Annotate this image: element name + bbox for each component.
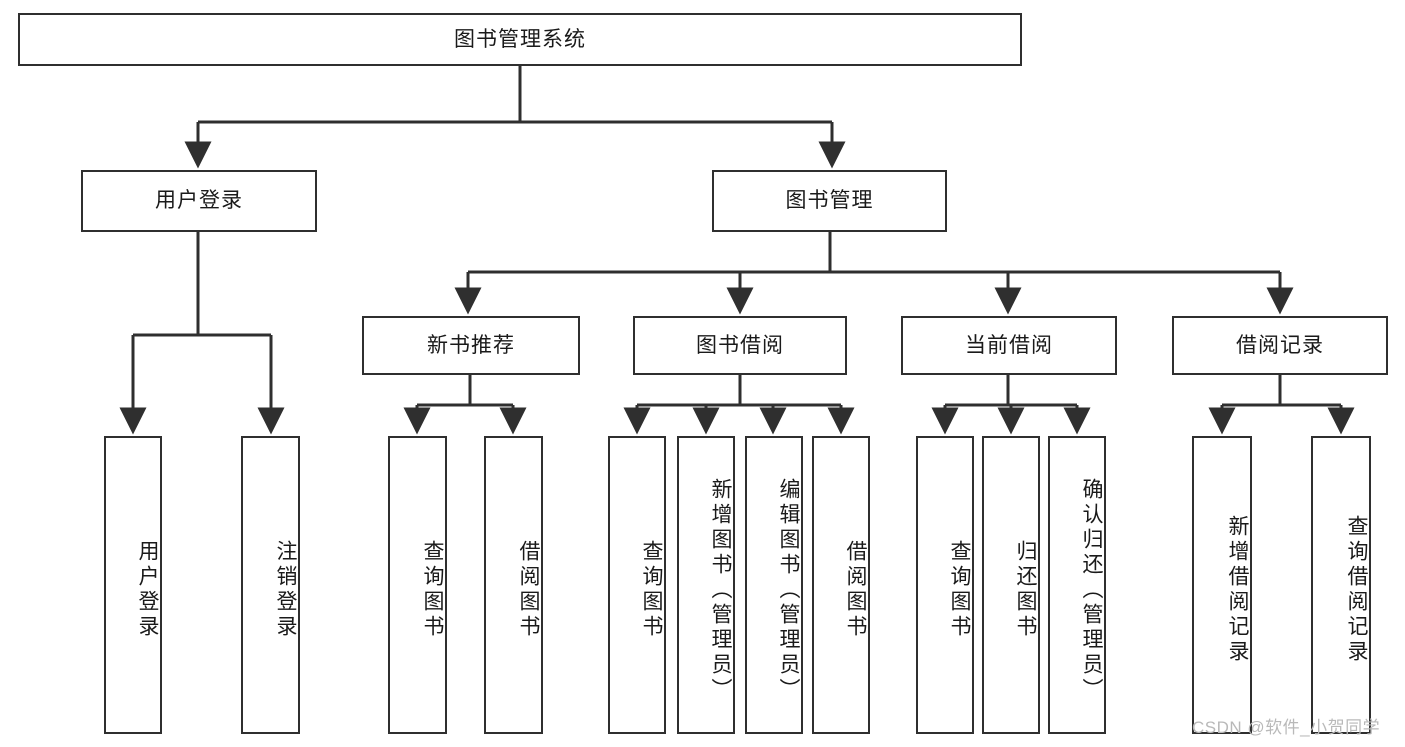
leaf-add-record-label: 新增借阅记录	[1226, 515, 1249, 665]
leaf-borrow-book-2-label: 借阅图书	[844, 540, 867, 640]
leaf-query-book-3[interactable]: 查询图书	[916, 436, 974, 734]
node-book-manage-label: 图书管理	[785, 189, 874, 213]
node-new-book-recommend[interactable]: 新书推荐	[362, 316, 580, 375]
leaf-confirm-return[interactable]: 确认归还（管理员）	[1048, 436, 1106, 734]
leaf-borrow-book-1[interactable]: 借阅图书	[484, 436, 543, 734]
node-book-borrow[interactable]: 图书借阅	[633, 316, 847, 375]
leaf-confirm-return-label: 确认归还（管理员）	[1080, 477, 1103, 703]
leaf-add-book-label: 新增图书（管理员）	[709, 477, 732, 703]
node-user-login[interactable]: 用户登录	[81, 170, 317, 232]
leaf-user-login[interactable]: 用户登录	[104, 436, 162, 734]
leaf-return-book[interactable]: 归还图书	[982, 436, 1040, 734]
leaf-logout-login-label: 注销登录	[274, 540, 297, 640]
node-current-borrow-label: 当前借阅	[965, 333, 1053, 357]
node-borrow-record[interactable]: 借阅记录	[1172, 316, 1388, 375]
leaf-edit-book-label: 编辑图书（管理员）	[777, 477, 800, 703]
leaf-query-book-3-label: 查询图书	[948, 540, 971, 640]
node-new-book-recommend-label: 新书推荐	[427, 333, 515, 357]
node-root[interactable]: 图书管理系统	[18, 13, 1022, 66]
leaf-add-record[interactable]: 新增借阅记录	[1192, 436, 1252, 734]
node-root-label: 图书管理系统	[454, 27, 586, 51]
leaf-query-book-2[interactable]: 查询图书	[608, 436, 666, 734]
node-book-manage[interactable]: 图书管理	[712, 170, 947, 232]
node-borrow-record-label: 借阅记录	[1236, 333, 1324, 357]
leaf-query-book-2-label: 查询图书	[640, 540, 663, 640]
node-user-login-label: 用户登录	[155, 189, 243, 213]
leaf-query-record-label: 查询借阅记录	[1345, 515, 1368, 665]
leaf-edit-book[interactable]: 编辑图书（管理员）	[745, 436, 803, 734]
leaf-query-record[interactable]: 查询借阅记录	[1311, 436, 1371, 734]
leaf-borrow-book-1-label: 借阅图书	[517, 540, 540, 640]
leaf-borrow-book-2[interactable]: 借阅图书	[812, 436, 870, 734]
leaf-query-book-1[interactable]: 查询图书	[388, 436, 447, 734]
node-current-borrow[interactable]: 当前借阅	[901, 316, 1117, 375]
csdn-watermark: CSDN @软件_小贺同学	[1192, 718, 1381, 737]
leaf-user-login-label: 用户登录	[136, 540, 159, 640]
leaf-add-book[interactable]: 新增图书（管理员）	[677, 436, 735, 734]
leaf-query-book-1-label: 查询图书	[421, 540, 444, 640]
node-book-borrow-label: 图书借阅	[696, 333, 784, 357]
leaf-return-book-label: 归还图书	[1014, 540, 1037, 640]
leaf-logout-login[interactable]: 注销登录	[241, 436, 300, 734]
